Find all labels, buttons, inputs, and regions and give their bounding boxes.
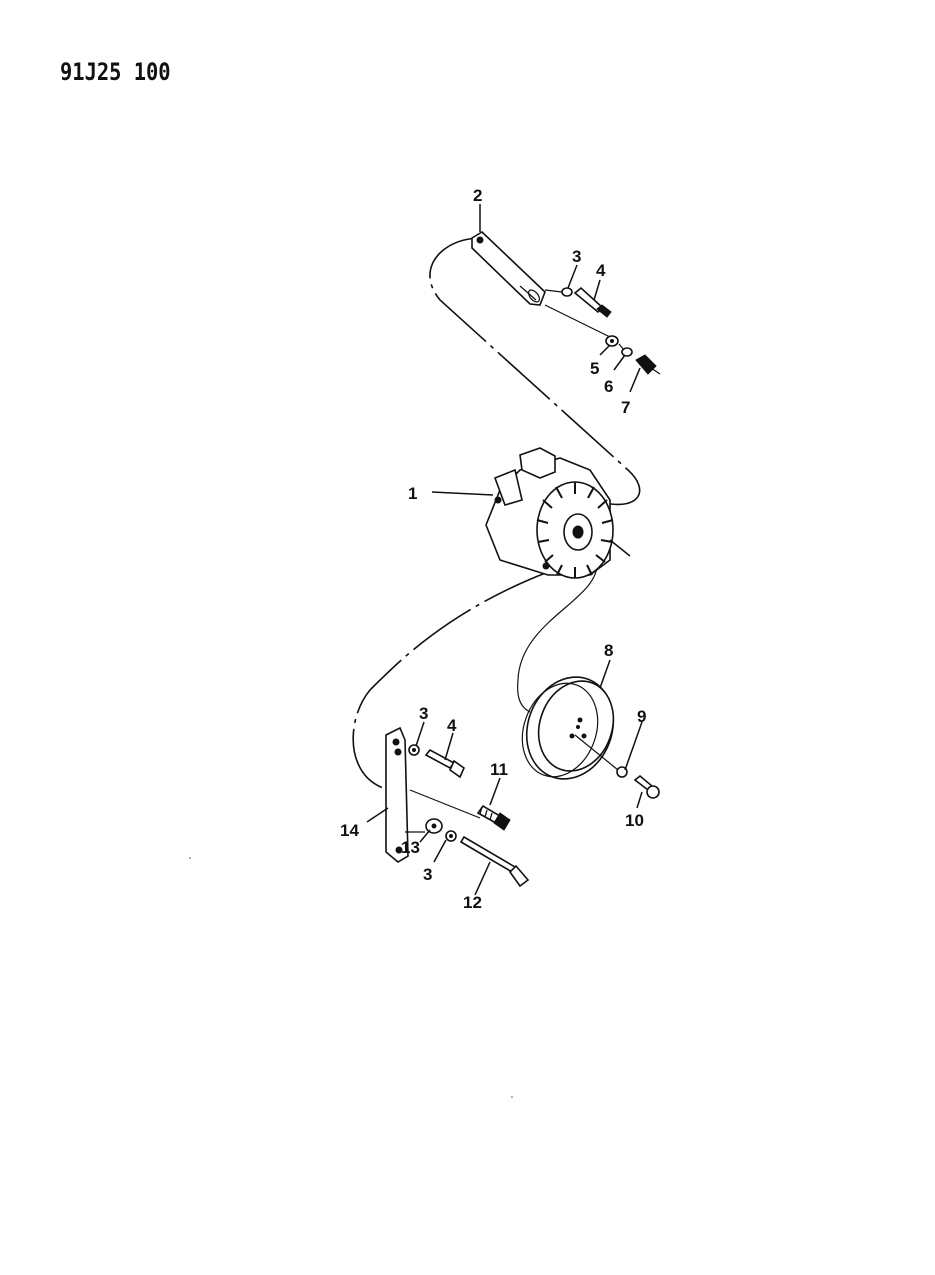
air-pump xyxy=(485,447,631,579)
upper-washer xyxy=(561,287,573,297)
lower-washer-long-bolt xyxy=(445,830,457,842)
flat-washer xyxy=(605,335,619,347)
pulley-bolt xyxy=(633,774,660,799)
diagram-reference-id: 91J25 100 xyxy=(60,58,171,86)
callout-8: 8 xyxy=(604,641,613,660)
callout-3-upper: 3 xyxy=(572,247,581,266)
long-mounting-bolt xyxy=(459,835,530,888)
callout-6: 6 xyxy=(604,377,613,396)
scan-speck xyxy=(189,857,191,859)
callout-10: 10 xyxy=(625,811,644,830)
pump-pulley xyxy=(521,676,615,780)
callout-4-upper: 4 xyxy=(596,261,606,280)
lock-washer xyxy=(621,347,633,357)
drive-belt xyxy=(429,237,641,506)
spacer xyxy=(425,818,443,834)
pivot-bolt xyxy=(476,804,511,831)
callout-9: 9 xyxy=(637,707,646,726)
drive-belt-lower xyxy=(352,571,549,791)
upper-bolt xyxy=(573,286,612,318)
lower-mounting-bracket xyxy=(385,726,409,863)
upper-adjusting-bracket xyxy=(471,231,546,306)
scan-speck xyxy=(511,1096,513,1098)
callout-4-lower: 4 xyxy=(447,716,457,735)
callout-labels: 1 2 3 4 5 6 7 8 9 10 3 4 11 14 13 3 12 xyxy=(340,186,646,912)
callout-12: 12 xyxy=(463,893,482,912)
callout-3-lower-upper: 3 xyxy=(419,704,428,723)
callout-7: 7 xyxy=(621,398,630,417)
callout-2: 2 xyxy=(473,186,482,205)
callout-13: 13 xyxy=(401,838,420,857)
lower-bolt-upper xyxy=(424,748,465,779)
callout-3-lower: 3 xyxy=(423,865,432,884)
upper-nut-bolt xyxy=(635,354,661,375)
callout-5: 5 xyxy=(590,359,599,378)
drive-belt-inner xyxy=(517,561,598,713)
callout-14: 14 xyxy=(340,821,359,840)
callout-11: 11 xyxy=(490,760,508,779)
callout-1: 1 xyxy=(408,484,417,503)
lower-washer-upper xyxy=(408,744,420,756)
leader-lines xyxy=(366,204,643,896)
